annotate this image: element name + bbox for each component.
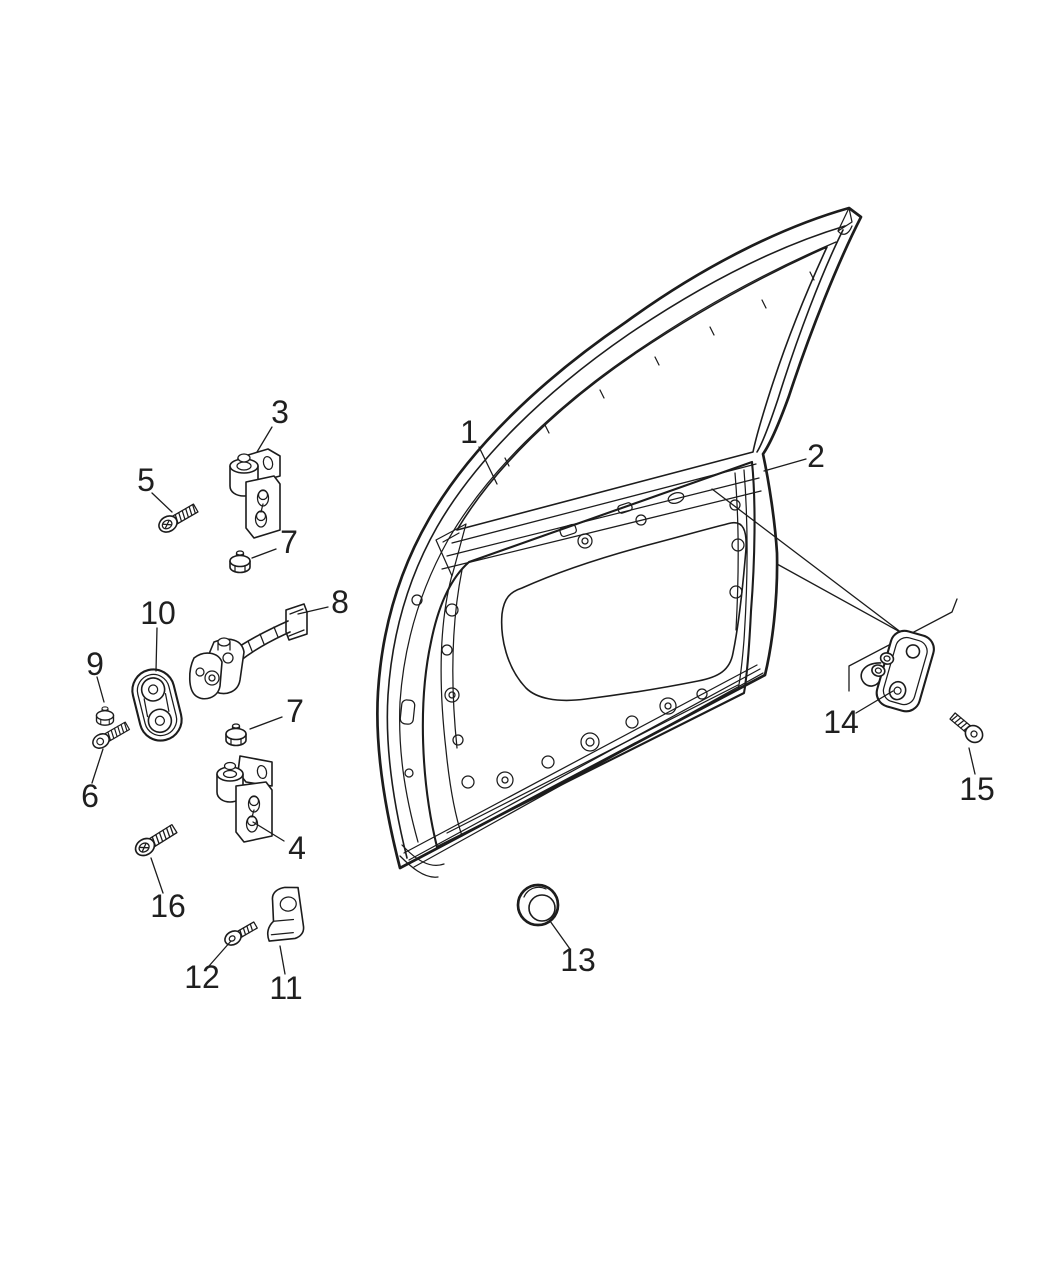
leader-line-7 bbox=[251, 548, 277, 559]
callout-4: 4 bbox=[288, 830, 306, 866]
leader-line-6 bbox=[91, 748, 104, 784]
door-shell-outer-panel bbox=[376, 206, 863, 878]
door-check-strap bbox=[188, 603, 308, 700]
callout-15: 15 bbox=[959, 771, 995, 807]
grommet-screw bbox=[92, 721, 131, 749]
callout-8: 8 bbox=[331, 584, 349, 620]
callout-5: 5 bbox=[137, 462, 155, 498]
leader-line-11 bbox=[279, 945, 286, 975]
countersunk-screw bbox=[224, 921, 258, 946]
callout-11: 11 bbox=[269, 970, 302, 1006]
leader-line-4 bbox=[252, 821, 285, 842]
door-latch-striker bbox=[860, 629, 935, 713]
callout-16: 16 bbox=[150, 888, 186, 924]
striker-pointer-upper bbox=[711, 488, 903, 634]
striker-screw bbox=[949, 712, 984, 744]
callout-10: 10 bbox=[140, 595, 176, 631]
lower-door-hinge bbox=[216, 755, 273, 843]
callout-6: 6 bbox=[81, 778, 99, 814]
hinge-nut-upper bbox=[229, 550, 251, 574]
callout-9: 9 bbox=[86, 646, 104, 682]
leader-line-9 bbox=[96, 676, 105, 703]
leader-line-15 bbox=[968, 747, 976, 775]
leader-line-8 bbox=[297, 606, 329, 615]
callout-3: 3 bbox=[271, 394, 289, 430]
leader-line-1 bbox=[478, 446, 498, 485]
check-strap-grommet bbox=[131, 668, 183, 742]
callout-12: 12 bbox=[184, 959, 220, 995]
hinge-mount-screw bbox=[134, 823, 178, 857]
leader-line-3 bbox=[256, 426, 273, 453]
hinge-screw-5 bbox=[158, 503, 199, 533]
upper-door-hinge bbox=[229, 448, 281, 539]
check-strap-nut bbox=[95, 706, 115, 726]
leader-line-12 bbox=[208, 940, 232, 967]
hinge-nut-lower bbox=[225, 723, 247, 747]
callout-7: 7 bbox=[280, 524, 298, 560]
leader-line-16 bbox=[150, 857, 164, 894]
leader-line-14 bbox=[855, 690, 894, 714]
angle-bracket bbox=[266, 886, 305, 942]
callout-2: 2 bbox=[807, 438, 825, 474]
striker-pointer-lower bbox=[776, 563, 903, 634]
leader-line-2 bbox=[763, 458, 807, 472]
leader-line-5 bbox=[151, 492, 173, 513]
leader-line-10 bbox=[155, 627, 158, 672]
callout-1: 1 bbox=[460, 414, 478, 450]
access-hole-plug bbox=[516, 883, 560, 927]
callout-14: 14 bbox=[823, 704, 859, 740]
leader-line-7 bbox=[249, 716, 283, 730]
door-inner-panel bbox=[421, 460, 756, 849]
callout-13: 13 bbox=[560, 942, 596, 978]
leader-line-13 bbox=[549, 920, 571, 950]
callout-7: 7 bbox=[286, 693, 304, 729]
